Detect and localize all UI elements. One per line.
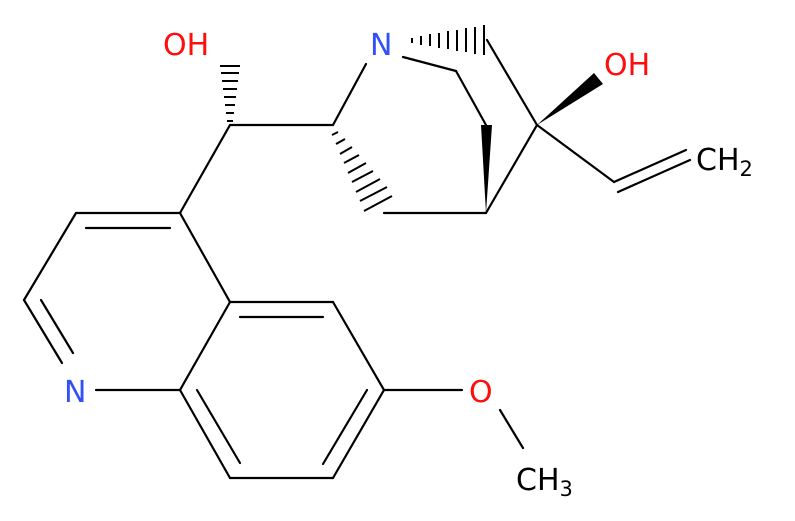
hash-n-c2q xyxy=(411,25,485,55)
methyl-subscript: 3 xyxy=(560,477,573,501)
vinyl-group-label: CH2 xyxy=(696,143,753,181)
bond-o-ch3 xyxy=(498,408,525,450)
wedge-c3q-oh xyxy=(537,73,603,125)
bond-c6-c7-inner xyxy=(321,388,369,466)
methyl-ch-text: CH xyxy=(516,463,560,498)
wedge-c4q-c5q xyxy=(481,125,492,213)
atom-labels: OH N OH CH2 N O CH3 xyxy=(64,28,753,501)
vinyl-ch-text: CH xyxy=(696,143,740,178)
bond-c4a-c4 xyxy=(178,211,232,304)
bonds xyxy=(22,38,692,480)
bond-c2-n1 xyxy=(22,298,64,365)
bond-n-c6q xyxy=(401,55,458,73)
bond-c6q-c5q xyxy=(454,69,488,127)
quinoline-nitrogen-label: N xyxy=(64,375,86,410)
bond-c3q-cv xyxy=(535,123,616,184)
bond-c8-c8a-inner xyxy=(195,388,242,465)
hash-c8q-c7q xyxy=(331,131,393,212)
bond-c4q-c3q xyxy=(484,123,539,215)
vinyl-subscript: 2 xyxy=(740,157,753,181)
bond-c6-c7 xyxy=(331,388,386,480)
bond-c8a-c4a xyxy=(178,300,232,392)
methyl-group-label: CH3 xyxy=(516,463,573,501)
bond-c8-c8a xyxy=(178,388,232,480)
bond-c2-n1-inner xyxy=(39,298,75,355)
hydroxyl-right-label: OH xyxy=(604,48,650,83)
bond-c2q-c3q xyxy=(485,38,539,127)
hash-bonds xyxy=(220,25,485,212)
wedge-bonds xyxy=(481,73,603,213)
bond-cv-ch2-inner xyxy=(616,158,692,194)
bond-c4-c9 xyxy=(178,123,232,215)
bond-c5-c6 xyxy=(331,300,386,392)
bond-c3-c2 xyxy=(22,211,78,302)
bond-c8q-n xyxy=(331,62,368,127)
hash-c9-oh xyxy=(220,65,240,122)
hydroxyl-top-label: OH xyxy=(163,28,209,63)
bond-cv-ch2 xyxy=(612,148,688,184)
quinuclidine-nitrogen-label: N xyxy=(370,28,392,63)
methoxy-oxygen-label: O xyxy=(469,375,493,410)
